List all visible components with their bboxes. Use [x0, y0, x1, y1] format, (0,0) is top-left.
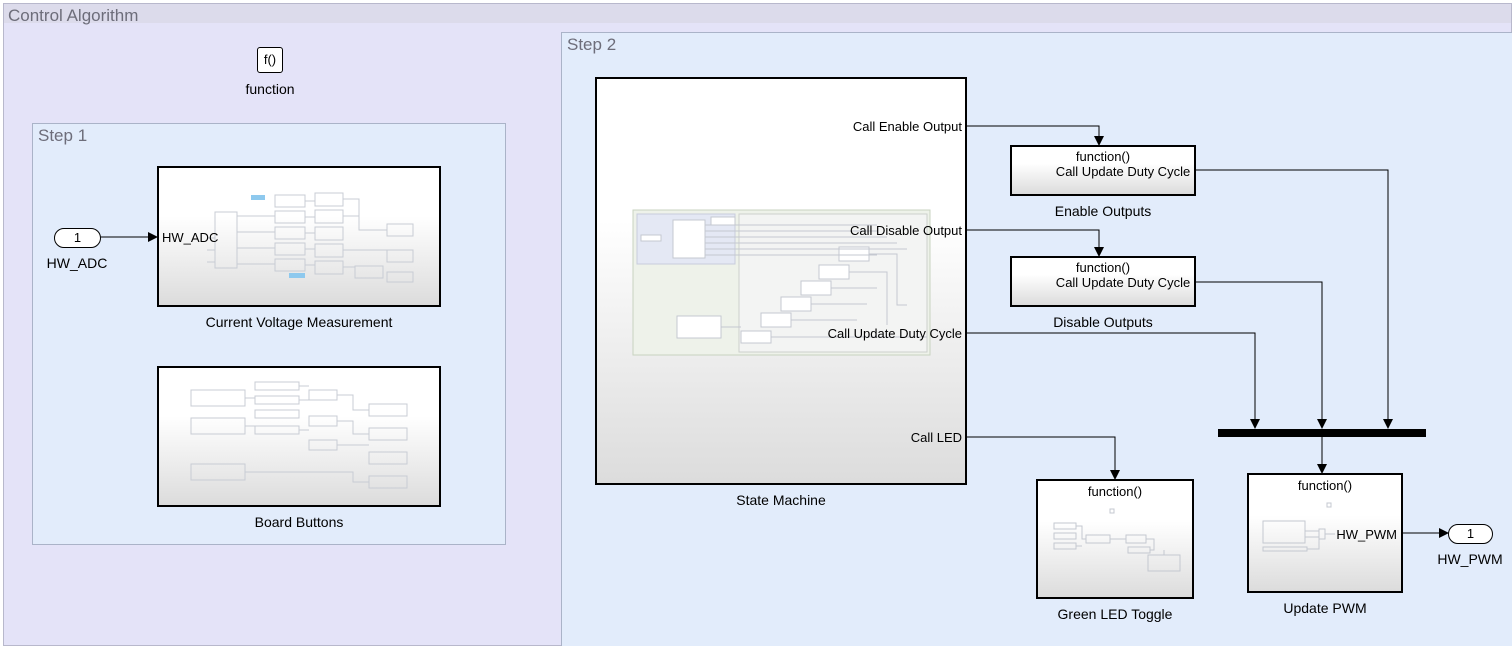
green-led-trigger-label: function() — [1087, 484, 1143, 499]
update-pwm-trigger-label: function() — [1297, 478, 1353, 493]
enable-outputs-content-label: Call Update Duty Cycle — [1055, 164, 1191, 179]
disable-outputs-block[interactable]: function() Call Update Duty Cycle — [1010, 256, 1196, 307]
disable-call-line — [966, 229, 1104, 257]
enable-outputs-label: Enable Outputs — [1054, 203, 1152, 219]
hw-pwm-outport[interactable]: 1 — [1448, 524, 1493, 544]
chart-preview — [632, 209, 931, 356]
call-update-duty-cycle-port: Call Update Duty Cycle — [827, 326, 962, 341]
enable-outputs-trigger-label: function() — [1075, 149, 1131, 164]
hw-adc-input-port-label: HW_ADC — [162, 230, 219, 245]
step2-title: Step 2 — [567, 35, 617, 54]
enable-outputs-block[interactable]: function() Call Update Duty Cycle — [1010, 145, 1196, 196]
hw-pwm-output-port-label: HW_PWM — [1336, 527, 1397, 542]
update-duty-cycle-line — [966, 332, 1260, 429]
function-trigger-block[interactable]: f() — [257, 47, 283, 73]
green-led-toggle-label: Green LED Toggle — [1057, 606, 1173, 622]
led-call-line — [966, 436, 1120, 480]
board-buttons-block[interactable] — [157, 366, 441, 507]
area-title-bar — [4, 4, 1511, 23]
disable-outputs-label: Disable Outputs — [1053, 314, 1153, 330]
step1-title: Step 1 — [38, 126, 88, 145]
disable-to-mux-line — [1194, 281, 1327, 429]
hw-pwm-outport-label: HW_PWM — [1437, 551, 1503, 567]
call-led-port: Call LED — [910, 430, 962, 445]
disable-outputs-content-label: Call Update Duty Cycle — [1055, 275, 1191, 290]
green-led-toggle-block[interactable]: function() — [1036, 479, 1194, 599]
subsystem-preview — [207, 192, 414, 283]
disable-outputs-trigger-label: function() — [1075, 260, 1131, 275]
subsystem-preview — [1262, 502, 1335, 552]
state-machine-block[interactable] — [595, 77, 967, 485]
current-voltage-measurement-label: Current Voltage Measurement — [205, 314, 393, 330]
hw-adc-inport[interactable]: 1 — [54, 228, 101, 248]
enable-to-mux-line — [1194, 169, 1393, 429]
subsystem-preview — [1053, 508, 1181, 572]
update-pwm-label: Update PWM — [1283, 600, 1367, 616]
board-buttons-label: Board Buttons — [254, 514, 344, 530]
subsystem-preview — [190, 381, 408, 489]
area-title: Control Algorithm — [8, 6, 139, 25]
update-pwm-block[interactable]: function() HW_PWM — [1247, 473, 1403, 593]
call-enable-output-port: Call Enable Output — [852, 119, 962, 134]
function-trigger-label: function — [245, 81, 295, 97]
call-disable-output-port: Call Disable Output — [850, 223, 962, 238]
hw-adc-inport-label: HW_ADC — [46, 255, 108, 271]
current-voltage-measurement-block[interactable] — [157, 166, 441, 307]
enable-call-line — [966, 125, 1104, 146]
function-call-mux-bar — [1218, 429, 1426, 437]
state-machine-label: State Machine — [736, 492, 826, 508]
